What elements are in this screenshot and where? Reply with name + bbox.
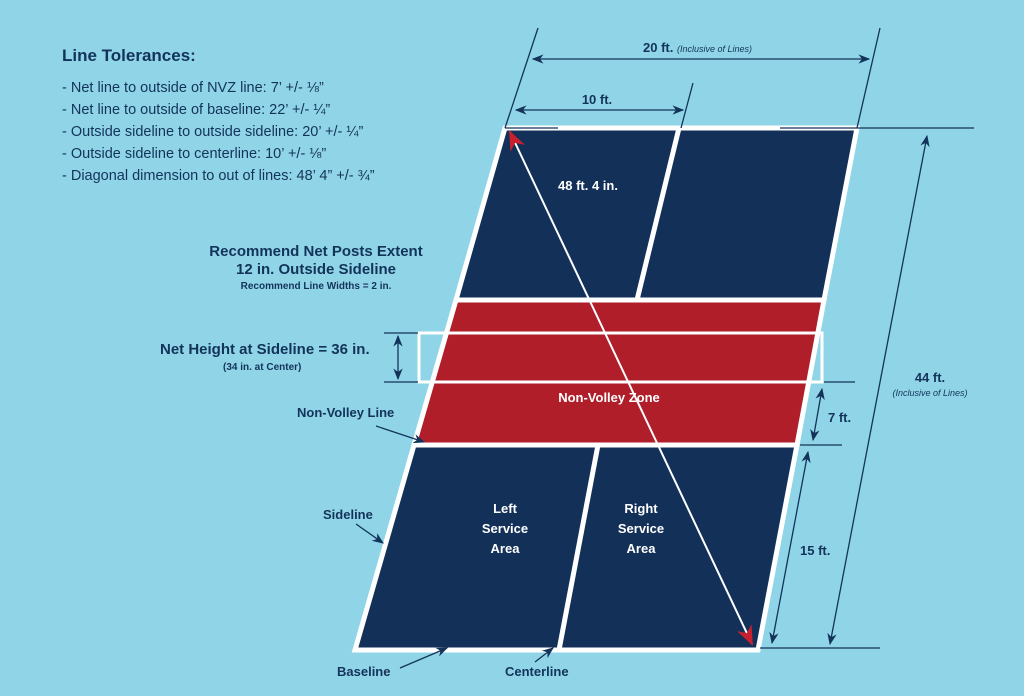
tolerance-item: - Net line to outside of NVZ line: 7’ +/… <box>62 80 324 96</box>
diagonal-line <box>509 130 753 646</box>
nvz-dimension-label: 7 ft. <box>828 410 852 425</box>
length-note: (Inclusive of Lines) <box>892 388 968 398</box>
non-volley-line-label: Non-Volley Line <box>297 405 395 420</box>
net-height-label: Net Height at Sideline = 36 in. <box>160 341 370 358</box>
net-posts-line2: 12 in. Outside Sideline <box>235 261 397 278</box>
tolerances-title: Line Tolerances: <box>62 46 196 65</box>
service-arrow <box>769 450 811 645</box>
non-volley-zone <box>410 297 828 448</box>
tolerance-item: - Net line to outside of baseline: 22’ +… <box>62 102 331 118</box>
diagonal-label: 48 ft. 4 in. <box>558 178 618 193</box>
tolerance-item: - Outside sideline to centerline: 10’ +/… <box>62 146 327 162</box>
service-dimension-label: 15 ft. <box>800 543 831 558</box>
centerline-label: Centerline <box>505 664 569 679</box>
nvz-arrow <box>810 387 825 442</box>
length-label: 44 ft. <box>914 370 946 385</box>
tolerance-item: - Diagonal dimension to out of lines: 48… <box>62 168 375 184</box>
line-widths-note: Recommend Line Widths = 2 in. <box>240 281 392 292</box>
tolerance-item: - Outside sideline to outside sideline: … <box>62 124 364 140</box>
length-arrow <box>827 134 930 646</box>
sideline-label: Sideline <box>323 507 373 522</box>
net-posts-line1: Recommend Net Posts Extent <box>209 243 423 260</box>
width-label: 20 ft. (Inclusive of Lines) <box>643 40 753 55</box>
net-height-center-note: (34 in. at Center) <box>223 362 302 373</box>
baseline-label: Baseline <box>337 664 391 679</box>
nvz-label: Non-Volley Zone <box>558 390 660 405</box>
half-width-label: 10 ft. <box>581 92 613 107</box>
